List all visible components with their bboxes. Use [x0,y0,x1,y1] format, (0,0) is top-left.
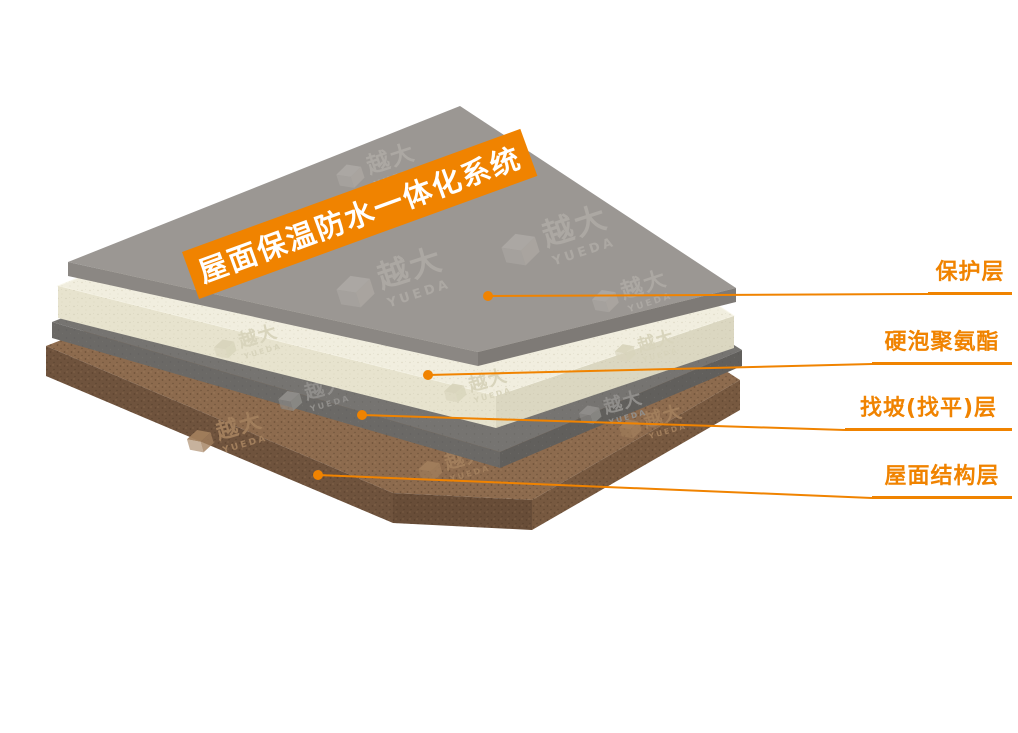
label-leveling-layer: 找坡(找平)层 [845,395,1012,431]
protective-left-face [68,262,478,366]
protective-right-face [478,288,736,366]
callout-leveling [357,410,846,431]
anchor-dot-polyurethane [423,370,433,380]
callout-structure [313,470,873,499]
label-polyurethane-layer: 硬泡聚氨酯 [872,329,1012,365]
anchor-dot-structure [313,470,323,480]
title-banner-ribbon [181,128,538,299]
label-protective-layer: 保护层 [928,259,1012,295]
leader-line-structure [317,474,873,499]
callouts [313,291,929,499]
anchor-dot-leveling [357,410,367,420]
leader-line-polyurethane [427,363,873,376]
label-structure-layer: 屋面结构层 [872,463,1012,499]
callout-protective [483,291,929,301]
anchor-dot-protective [483,291,493,301]
leader-line-leveling [361,414,846,431]
protective-top-face [68,106,736,352]
leader-line-protective [487,293,929,297]
callout-polyurethane [423,363,873,380]
